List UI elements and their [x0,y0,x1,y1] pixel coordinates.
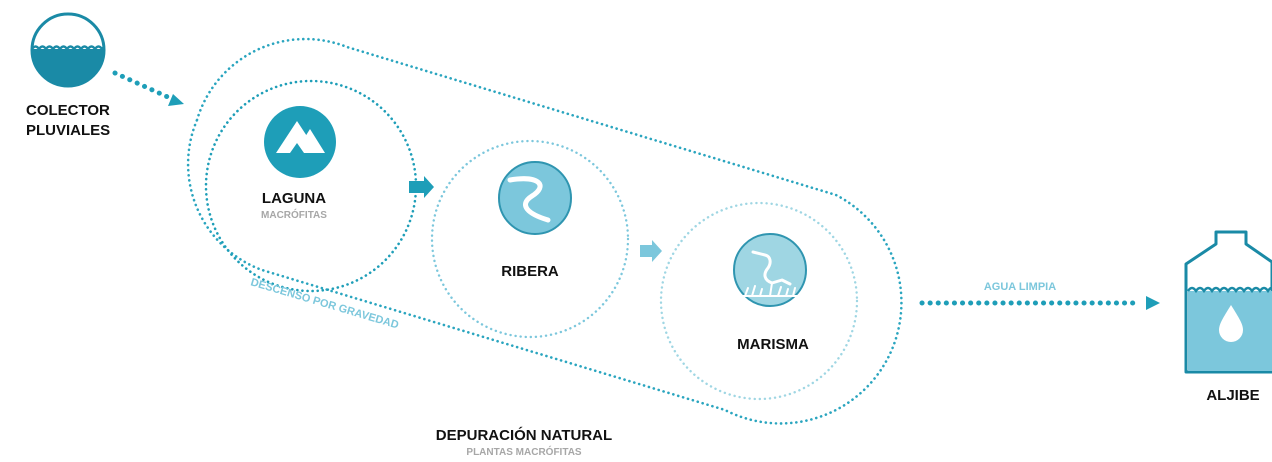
ribera-title: RIBERA [501,263,559,280]
arrow-marisma-to-aljibe [919,296,1160,310]
collector-title-line2: PLUVIALES [26,122,110,139]
river-icon [498,161,572,235]
arrow-ribera-to-marisma [640,240,662,262]
collector-title-line1: COLECTOR [26,102,110,119]
footer-subtitle: PLANTAS MACRÓFITAS [466,445,582,458]
ribera-stage-circle [430,139,630,339]
footer-title: DEPURACIÓN NATURAL [436,426,612,444]
water-tank-icon [30,12,106,88]
marisma-stage-circle [659,201,859,401]
mountains-icon [264,106,336,178]
heron-icon [733,233,807,307]
laguna-title: LAGUNA [262,190,326,207]
arrow-laguna-to-ribera [409,176,434,198]
gravity-label: DESCENSO POR GRAVEDAD [249,276,400,331]
depuration-capsule [186,37,903,425]
cistern-title: ALJIBE [1206,387,1259,404]
laguna-subtitle: MACRÓFITAS [261,208,327,221]
marisma-title: MARISMA [737,336,809,353]
clean-water-label: AGUA LIMPIA [984,281,1056,293]
arrow-collector-to-laguna [112,70,184,106]
water-bottle-icon [1184,230,1272,374]
